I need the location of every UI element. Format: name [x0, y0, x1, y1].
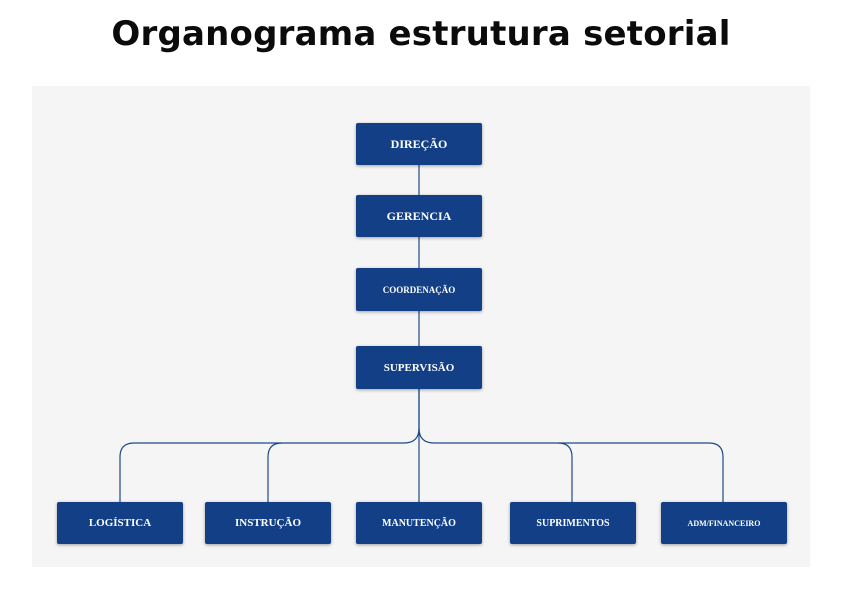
connector-supervisao-adm: [557, 442, 573, 502]
node-manutencao-label: MANUTENÇÃO: [382, 517, 456, 529]
node-gerencia: GERENCIA: [356, 195, 482, 237]
node-adm-financeiro: ADM/FINANCEIRO: [661, 502, 787, 544]
connector-supervisao-suprimentos: [418, 427, 724, 502]
node-instrucao-label: INSTRUÇÃO: [234, 517, 301, 529]
node-supervisao: SUPERVISÃO: [356, 346, 482, 389]
node-manutencao: MANUTENÇÃO: [356, 502, 482, 544]
node-direcao: DIREÇÃO: [356, 123, 482, 165]
connector-supervisao-logistica: [119, 389, 420, 502]
node-coordenacao-label: COORDENAÇÃO: [382, 284, 456, 295]
org-chart-canvas: [32, 86, 810, 567]
node-logistica: LOGÍSTICA: [57, 502, 183, 544]
node-gerencia-label: GERENCIA: [386, 208, 452, 223]
node-direcao-label: DIREÇÃO: [390, 136, 448, 151]
node-logistica-label: LOGÍSTICA: [88, 517, 152, 529]
node-suprimentos-label: SUPRIMENTOS: [536, 517, 610, 529]
node-supervisao-label: SUPERVISÃO: [383, 361, 455, 374]
node-suprimentos: SUPRIMENTOS: [510, 502, 636, 544]
page-title: Organograma estrutura setorial: [111, 14, 731, 54]
node-coordenacao: COORDENAÇÃO: [356, 268, 482, 311]
connector-supervisao-instrucao: [267, 442, 283, 502]
node-adm-financeiro-label: ADM/FINANCEIRO: [687, 518, 761, 528]
node-instrucao: INSTRUÇÃO: [205, 502, 331, 544]
